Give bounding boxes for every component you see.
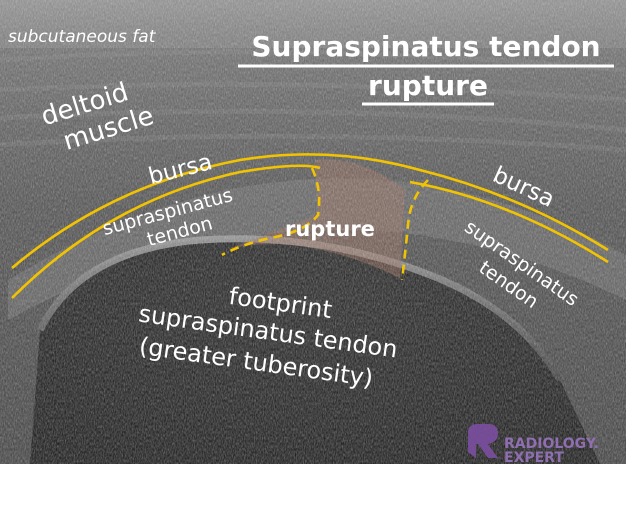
label-subcutaneous-fat: subcutaneous fat [8, 27, 157, 47]
logo-r-mark [468, 424, 498, 458]
bursa-line-inner [11, 164, 321, 299]
title-line-1: Supraspinatus tendon [251, 30, 600, 63]
bursa-lines [11, 153, 609, 299]
title-line-2: rupture [368, 69, 488, 102]
title-block: Supraspinatus tendon rupture [238, 30, 614, 106]
bursa-line-inner-right [409, 180, 609, 264]
logo-text-line-2: EXPERT [504, 450, 564, 466]
label-rupture: rupture [285, 217, 375, 241]
radiology-expert-logo: RADIOLOGY. EXPERT [468, 424, 599, 466]
logo-text-line-1: RADIOLOGY. [504, 436, 599, 452]
rupture-outline [221, 167, 429, 281]
bursa-line-outer [11, 153, 609, 269]
